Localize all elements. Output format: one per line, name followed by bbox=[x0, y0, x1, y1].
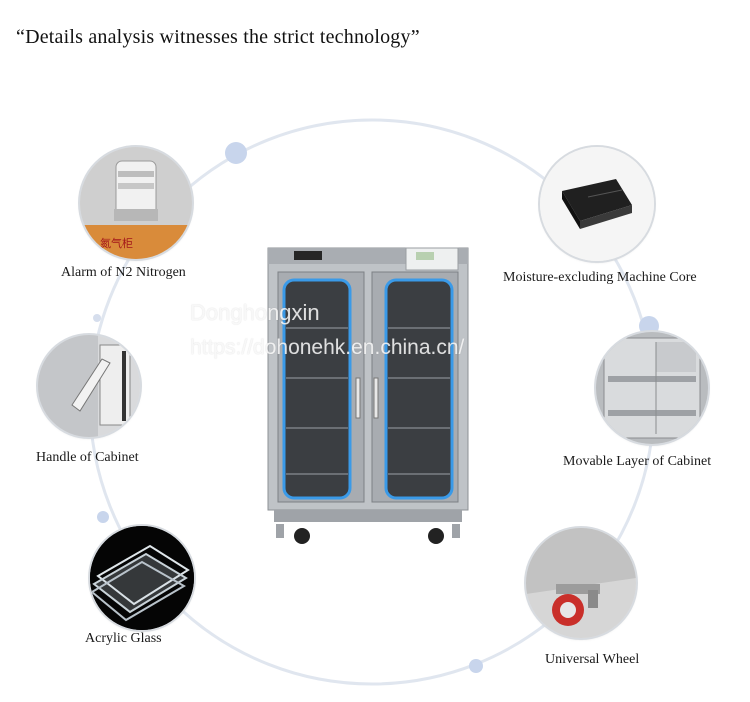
feature-label-movable-layer: Movable Layer of Cabinet bbox=[563, 454, 712, 469]
page-headline: “Details analysis witnesses the strict t… bbox=[16, 26, 420, 48]
watermark-brand: Donghongxin bbox=[190, 300, 320, 325]
svg-text:氮气柜: 氮气柜 bbox=[100, 236, 133, 250]
ring-dot bbox=[469, 659, 483, 673]
universal-wheel-icon bbox=[526, 528, 636, 638]
feature-label-cabinet-handle: Handle of Cabinet bbox=[36, 450, 139, 465]
ring-dot bbox=[225, 142, 247, 164]
ring-dot bbox=[93, 314, 101, 322]
feature-label-universal-wheel: Universal Wheel bbox=[545, 652, 640, 667]
acrylic-glass-icon bbox=[90, 526, 194, 630]
feature-label-machine-core: Moisture-excluding Machine Core bbox=[503, 270, 697, 285]
watermark-url: https://dohonehk.en.china.cn/ bbox=[190, 336, 465, 359]
machine-core-icon bbox=[540, 147, 654, 261]
feature-label-nitrogen-alarm: Alarm of N2 Nitrogen bbox=[61, 265, 186, 280]
feature-label-acrylic-glass: Acrylic Glass bbox=[85, 631, 162, 646]
ring-dot bbox=[97, 511, 109, 523]
nitrogen-alarm-icon: 氮气柜 bbox=[80, 147, 192, 259]
cabinet-product-image bbox=[266, 246, 470, 546]
ring-dot bbox=[639, 316, 659, 336]
movable-layer-icon bbox=[596, 332, 708, 444]
cabinet-handle-icon bbox=[38, 335, 140, 437]
